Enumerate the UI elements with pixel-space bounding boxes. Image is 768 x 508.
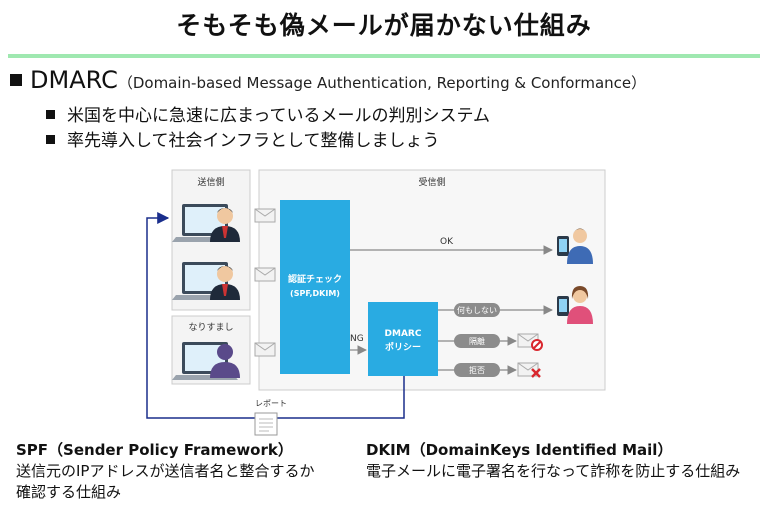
spf-heading: SPF（Sender Policy Framework） bbox=[16, 441, 293, 459]
title-underline bbox=[8, 54, 760, 58]
auth-check-box bbox=[280, 200, 350, 374]
bullet-item: 率先導入して社会インフラとして整備しましょう bbox=[46, 126, 439, 151]
dkim-heading: DKIM（DomainKeys Identified Mail） bbox=[366, 441, 673, 459]
policy-none-pill bbox=[454, 303, 500, 317]
envelope-icon bbox=[254, 267, 276, 282]
page-title: そもそも偽メールが届かない仕組み bbox=[176, 11, 592, 40]
auth-check-sublabel: (SPF,DKIM) bbox=[290, 289, 340, 298]
policy-sublabel: ポリシー bbox=[385, 341, 421, 353]
policy-label: DMARC bbox=[385, 329, 422, 339]
spoofer-pc-icon bbox=[172, 342, 240, 380]
policy-reject-label: 拒否 bbox=[469, 365, 485, 375]
spf-line: 確認する仕組み bbox=[16, 483, 122, 501]
policy-quarantine-label: 隔離 bbox=[469, 336, 485, 346]
report-document-icon bbox=[254, 412, 278, 436]
spf-line: 送信元のIPアドレスが送信者名と整合するか bbox=[16, 462, 315, 480]
envelope-icon bbox=[254, 208, 276, 223]
policy-reject-pill bbox=[454, 363, 500, 377]
receiver-user-icon bbox=[557, 228, 593, 264]
ok-label: OK bbox=[440, 237, 454, 247]
policy-none-label: 何もしない bbox=[457, 305, 497, 315]
ng-label: NG bbox=[350, 334, 364, 344]
dkim-line: 電子メールに電子署名を行なって詐称を防止する仕組み bbox=[366, 462, 741, 480]
envelope-icon bbox=[254, 342, 276, 357]
report-feedback-arrow bbox=[146, 212, 405, 419]
dmarc-full-name: （Domain-based Message Authentication, Re… bbox=[117, 74, 647, 92]
bullet-item: 米国を中心に急速に広まっているメールの判別システム bbox=[46, 101, 490, 126]
square-bullet-icon bbox=[46, 135, 55, 144]
policy-quarantine-pill bbox=[454, 334, 500, 348]
dmarc-heading: DMARC（Domain-based Message Authenticatio… bbox=[10, 66, 646, 94]
spoof-label: なりすまし bbox=[188, 322, 233, 333]
auth-check-label: 認証チェック bbox=[288, 273, 342, 285]
receiver-user-icon bbox=[557, 286, 593, 324]
receiver-label: 受信側 bbox=[418, 176, 445, 188]
reject-x-icon bbox=[531, 368, 541, 378]
dkim-definition: DKIM（DomainKeys Identified Mail） 電子メールに電… bbox=[366, 440, 740, 482]
sender-label: 送信側 bbox=[197, 176, 224, 188]
dmarc-name: DMARC bbox=[30, 66, 118, 94]
dmarc-policy-box bbox=[368, 302, 438, 376]
square-bullet-icon bbox=[10, 74, 22, 86]
square-bullet-icon bbox=[46, 110, 55, 119]
report-label: レポート bbox=[255, 399, 287, 408]
spf-definition: SPF（Sender Policy Framework） 送信元のIPアドレスが… bbox=[16, 440, 314, 503]
prohibited-icon bbox=[531, 339, 543, 351]
